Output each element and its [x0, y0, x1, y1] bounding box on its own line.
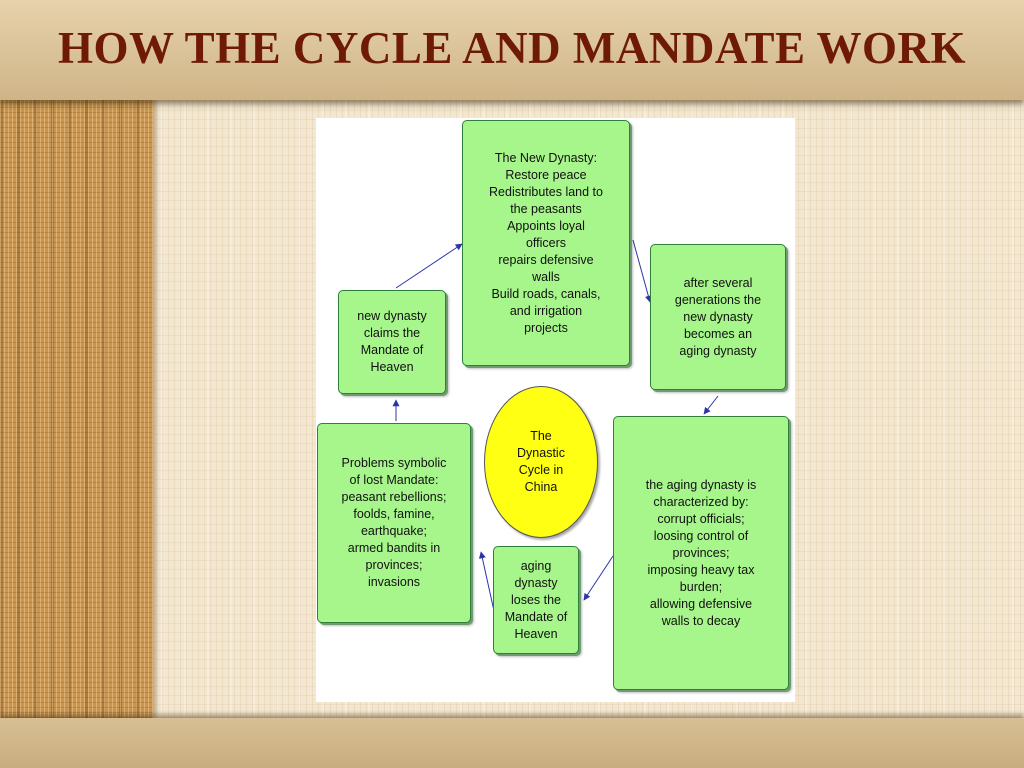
diagram-arrows — [392, 239, 719, 612]
slide-title: HOW THE CYCLE AND MANDATE WORK — [57, 23, 967, 73]
node-aging-dynasty-characterized: the aging dynasty is characterized by: c… — [613, 416, 789, 690]
center-dynastic-cycle: The Dynastic Cycle in China — [484, 386, 598, 538]
node-new-dynasty: The New Dynasty: Restore peace Redistrib… — [462, 120, 630, 366]
node-loses-mandate: aging dynasty loses the Mandate of Heave… — [493, 546, 579, 654]
arrow-after-to-aging — [703, 395, 719, 415]
node-claims-mandate: new dynasty claims the Mandate of Heaven — [338, 290, 446, 394]
title-bar: HOW THE CYCLE AND MANDATE WORK — [0, 0, 1024, 100]
node-after-several-generations: after several generations the new dynast… — [650, 244, 786, 390]
decorative-side-strip — [0, 100, 153, 718]
arrow-new-to-after — [632, 239, 652, 303]
arrow-loses-to-problems — [478, 551, 495, 612]
footer-bar — [0, 718, 1024, 768]
dynastic-cycle-diagram: The New Dynasty: Restore peace Redistrib… — [316, 118, 795, 702]
arrow-aging-to-loses — [583, 555, 614, 601]
node-problems-symbolic: Problems symbolic of lost Mandate: peasa… — [317, 423, 471, 623]
arrow-claims-to-new — [395, 243, 463, 289]
